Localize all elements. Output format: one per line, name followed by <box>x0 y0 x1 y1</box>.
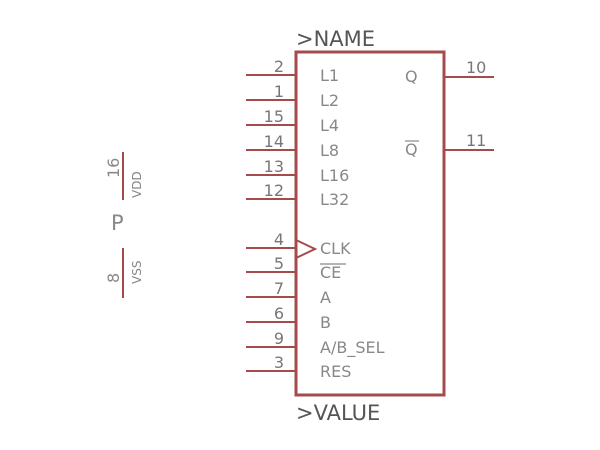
pin-number: 15 <box>264 107 284 126</box>
vdd-pin-number: 16 <box>104 158 123 178</box>
pin-number: 12 <box>264 181 284 200</box>
part-label: P <box>111 211 124 235</box>
value-attribute: >VALUE <box>296 401 380 425</box>
clock-marker <box>295 239 318 259</box>
pin-label: A/B_SEL <box>320 338 385 358</box>
left-pin-2[interactable]: 15 L4 <box>246 107 339 135</box>
pin-number: 13 <box>264 157 284 176</box>
pin-number: 11 <box>466 131 486 150</box>
left-pin-3[interactable]: 14 L8 <box>246 132 339 160</box>
pin-number: 9 <box>274 329 284 348</box>
pin-label: Q <box>405 67 418 86</box>
pin-number: 10 <box>466 58 486 77</box>
vss-pin-number: 8 <box>104 273 123 283</box>
pin-number: 2 <box>274 57 284 76</box>
pin-label: B <box>320 313 331 332</box>
pin-number: 4 <box>274 230 284 249</box>
left-pin-0[interactable]: 2 L1 <box>246 57 339 85</box>
pin-label: L16 <box>320 166 349 185</box>
pin-label: L32 <box>320 190 349 209</box>
left-pin-4[interactable]: 13 L16 <box>246 157 349 185</box>
power-section: 16 VDD P 8 VSS <box>104 152 144 298</box>
left-pin-5[interactable]: 12 L32 <box>246 181 349 209</box>
pin-number: 14 <box>264 132 284 151</box>
pin-label: L2 <box>320 91 339 110</box>
ic-body <box>294 50 446 397</box>
pin-number: 1 <box>274 82 284 101</box>
vss-label: VSS <box>130 261 144 284</box>
pin-label: L8 <box>320 141 339 160</box>
name-attribute: >NAME <box>296 27 375 51</box>
pin-number: 3 <box>274 353 284 372</box>
left-pin-7[interactable]: 5 CE <box>246 254 346 282</box>
pin-number: 6 <box>274 304 284 323</box>
pin-number: 5 <box>274 254 284 273</box>
pin-label: CLK <box>320 239 351 258</box>
pin-label: Q <box>405 140 418 159</box>
right-pin-1[interactable]: 11 Q <box>405 131 494 159</box>
vdd-label: VDD <box>130 171 144 198</box>
left-pin-10[interactable]: 9 A/B_SEL <box>246 329 385 358</box>
left-pin-6[interactable]: 4 CLK <box>246 230 351 258</box>
pin-label: L1 <box>320 66 339 85</box>
pin-number: 7 <box>274 279 284 298</box>
pin-label: CE <box>320 263 341 282</box>
pin-label: L4 <box>320 116 339 135</box>
pin-label: RES <box>320 362 351 381</box>
left-pin-11[interactable]: 3 RES <box>246 353 351 381</box>
right-pin-0[interactable]: 10 Q <box>405 58 494 86</box>
pin-label: A <box>320 288 331 307</box>
left-pin-1[interactable]: 1 L2 <box>246 82 339 110</box>
